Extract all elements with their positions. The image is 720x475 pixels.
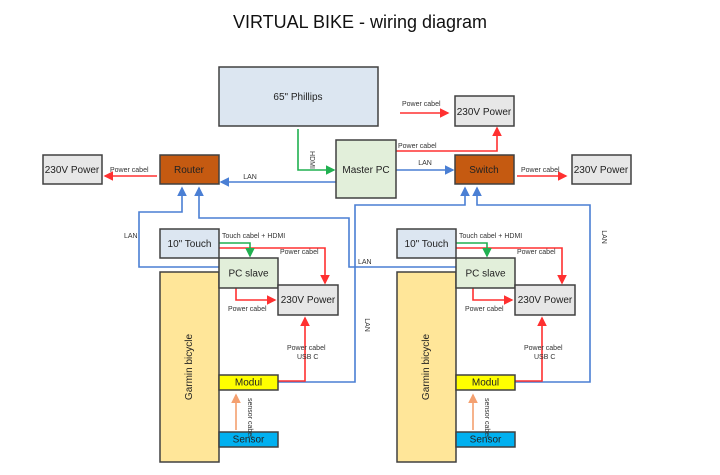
sensor-label: Sensor	[470, 434, 502, 445]
modul-box	[218, 374, 279, 391]
power-master-line	[396, 126, 502, 152]
pc-slave-box	[455, 257, 516, 289]
sensor-cabel-label: sensor cabel	[483, 398, 490, 438]
power-usb-line	[515, 316, 547, 382]
power-slave-label: 230V Power	[281, 295, 336, 306]
garmin-bicycle-label: Garmin bicycle	[184, 334, 195, 401]
garmin-bicycle-label: Garmin bicycle	[421, 334, 432, 401]
touch-screen-box	[396, 228, 457, 259]
garmin-bicycle-box	[396, 271, 457, 463]
power-top-label: 230V Power	[457, 107, 512, 118]
pc-slave-label: PC slave	[228, 269, 268, 280]
power-top-box	[454, 95, 515, 127]
master-pc-box	[335, 139, 397, 199]
power-slave-label: Power cabel	[465, 306, 504, 313]
pc-slave-box	[218, 257, 279, 289]
lan-label-slave1: LAN	[124, 233, 138, 240]
power-left-label: 230V Power	[45, 165, 100, 176]
sensor-box	[218, 431, 279, 448]
power-label-master: Power cabel	[398, 143, 437, 150]
usb-c-label: USB C	[534, 354, 555, 361]
touch-screen-label: 10" Touch	[405, 239, 449, 250]
power-slave-label: Power cabel	[228, 306, 267, 313]
power-slave-box	[514, 284, 576, 316]
sensor-label: Sensor	[233, 434, 265, 445]
router-box	[159, 154, 220, 185]
switch-box	[454, 154, 515, 185]
lan-label-slave2: LAN	[358, 259, 372, 266]
power-slave-line	[235, 288, 277, 305]
switch-label: Switch	[469, 165, 498, 176]
sensor-cabel-label: sensor cabel	[246, 398, 253, 438]
lan-label-modul1: LAN	[363, 318, 370, 332]
touch-screen-label: 10" Touch	[168, 239, 212, 250]
hdmi-line	[297, 129, 336, 175]
power-label-switch: Power cabel	[521, 167, 560, 174]
lan-modul2-switch	[472, 186, 591, 383]
lan-label-modul2: LAN	[600, 230, 607, 244]
garmin-bicycle-box	[159, 271, 220, 463]
power-touch-label: Power cabel	[517, 249, 556, 256]
lan-label-router: LAN	[243, 174, 257, 181]
touch-hdmi-line	[219, 242, 255, 258]
power-right-label: 230V Power	[574, 165, 629, 176]
power-usb-label: Power cabel	[524, 345, 563, 352]
lan-slave2-router	[194, 186, 456, 268]
router-label: Router	[174, 165, 205, 176]
power-left-box	[42, 154, 103, 185]
power-slave-line	[472, 288, 514, 305]
modul-box	[455, 374, 516, 391]
power-usb-label: Power cabel	[287, 345, 326, 352]
touch-hdmi-line	[456, 242, 492, 258]
power-right-box	[571, 154, 632, 185]
power-touch-label: Power cabel	[280, 249, 319, 256]
power-slave-box	[277, 284, 339, 316]
sensor-box	[455, 431, 516, 448]
pc-slave-label: PC slave	[465, 269, 505, 280]
touch-screen-box	[159, 228, 220, 259]
master-pc-label: Master PC	[342, 165, 389, 176]
philips-display-box	[218, 66, 379, 127]
power-usb-line	[278, 316, 310, 382]
power-label-router: Power cabel	[110, 167, 149, 174]
lan-label-switch: LAN	[418, 160, 432, 167]
touch-hdmi-label: Touch cabel + HDMI	[222, 233, 285, 240]
philips-label: 65" Phillips	[273, 92, 322, 103]
hdmi-label: HDMI	[308, 151, 315, 169]
power-slave-label: 230V Power	[518, 295, 573, 306]
diagram-title: VIRTUAL BIKE - wiring diagram	[233, 12, 487, 32]
lan-slave1-router	[138, 186, 219, 268]
modul-label: Modul	[472, 377, 499, 388]
power-label-philips: Power cabel	[402, 101, 441, 108]
modul-label: Modul	[235, 377, 262, 388]
usb-c-label: USB C	[297, 354, 318, 361]
lan-modul1-switch	[278, 186, 470, 383]
touch-hdmi-label: Touch cabel + HDMI	[459, 233, 522, 240]
